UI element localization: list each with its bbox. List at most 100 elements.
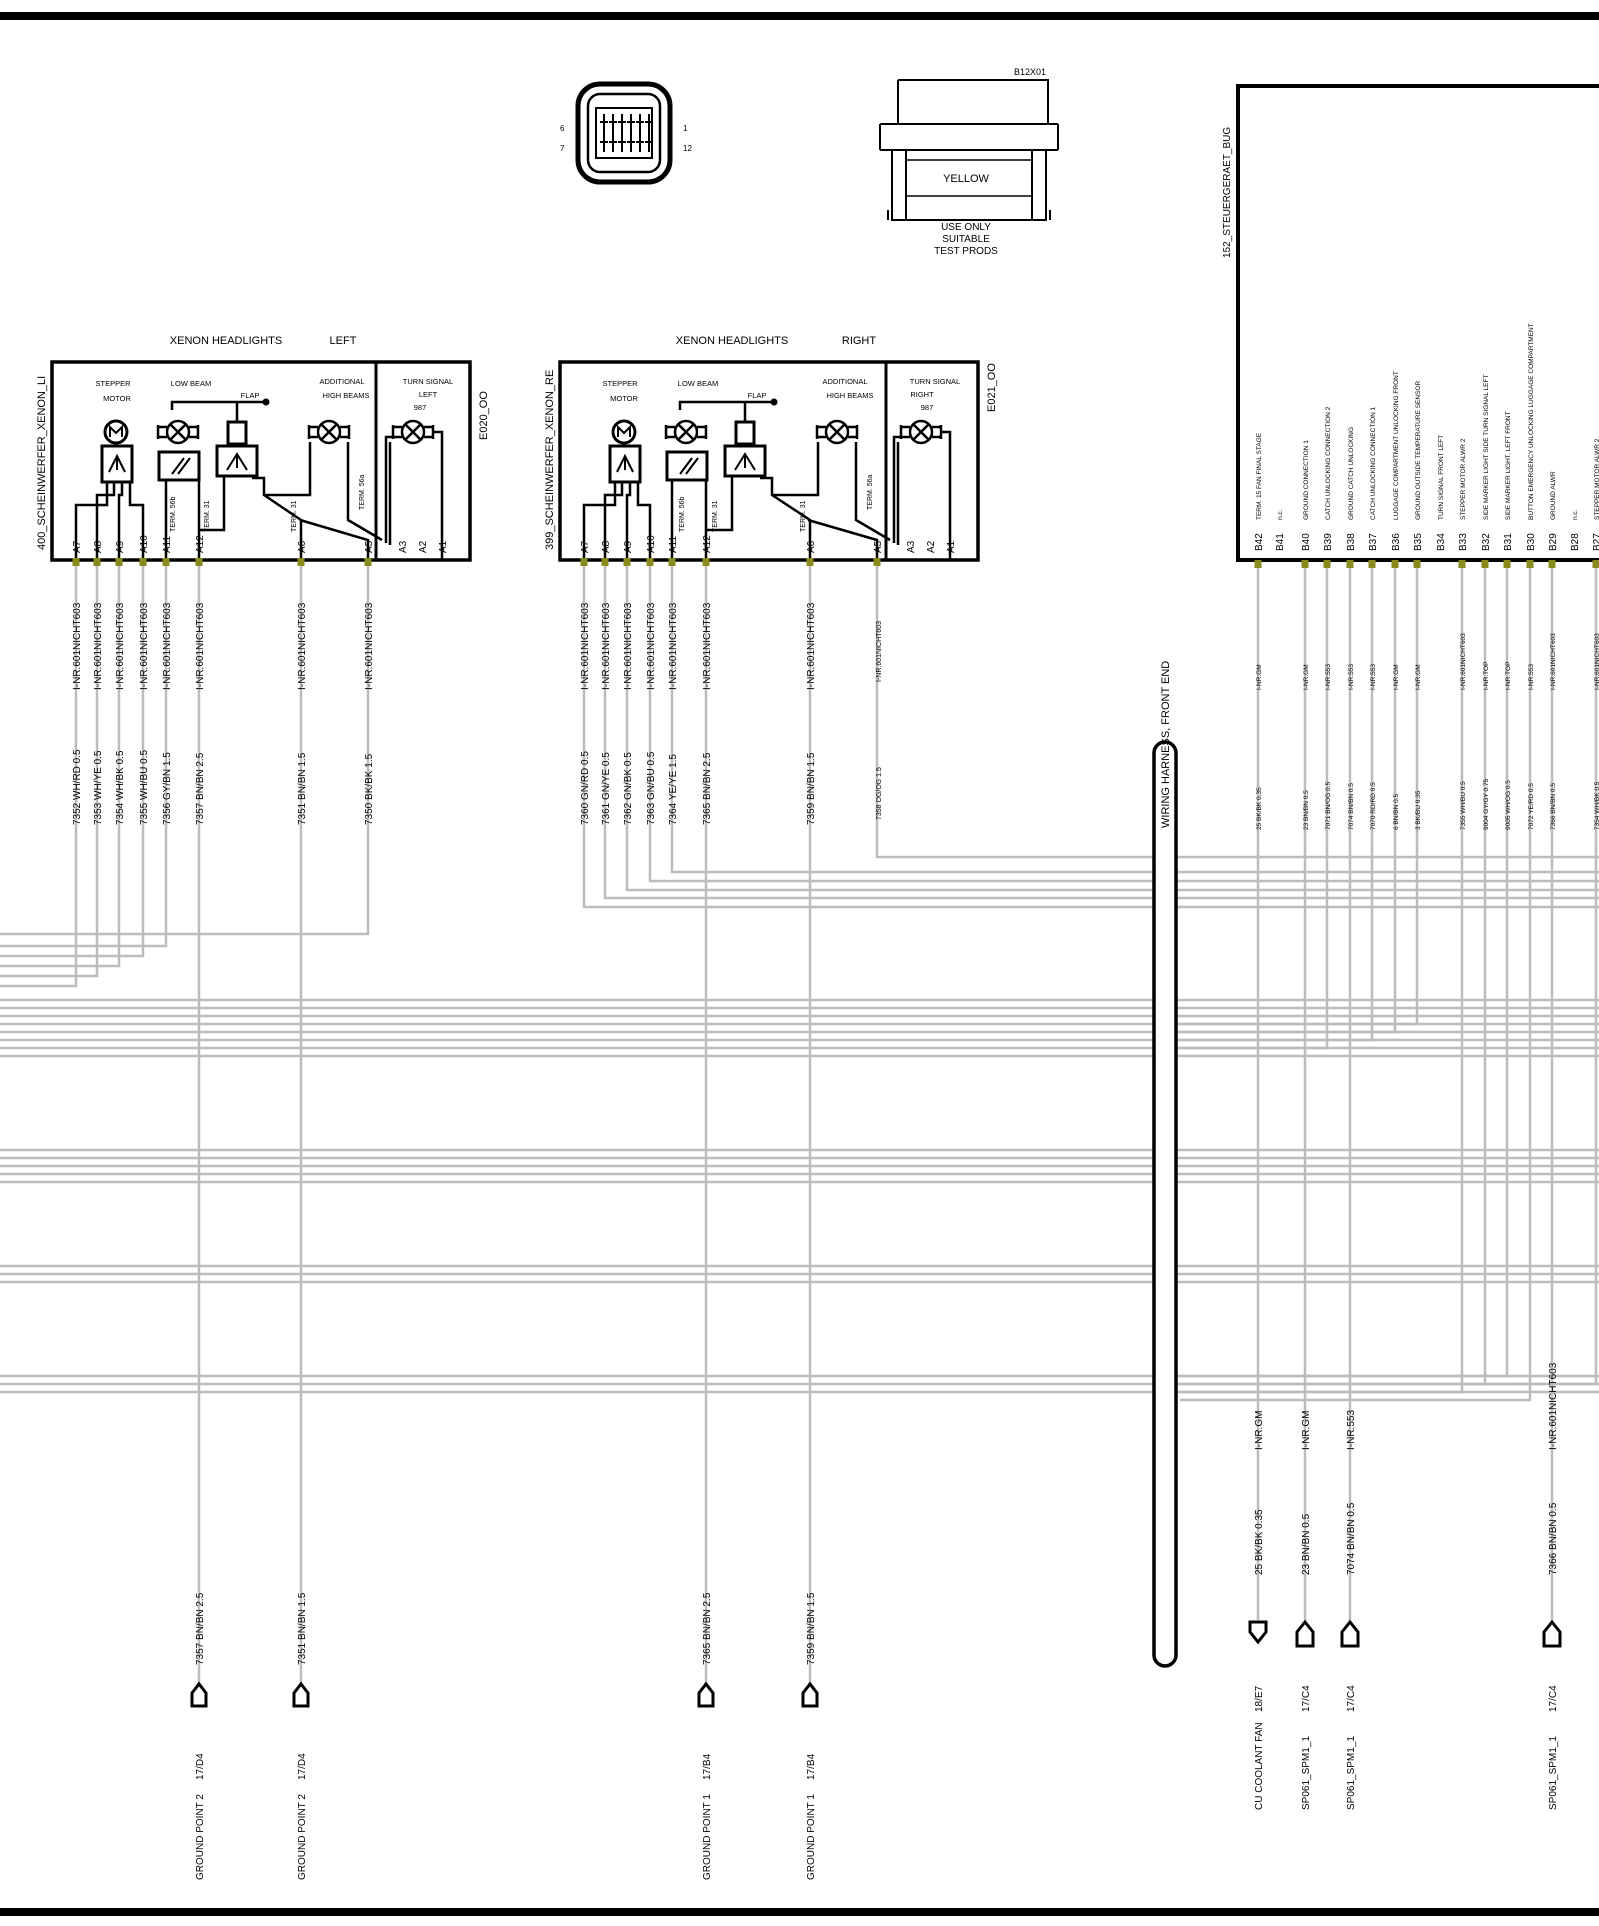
hl-left-pin-A6: A6: [297, 540, 308, 553]
hl-left-wire-circuit-7: 7350 BK/BK 1.5: [364, 753, 375, 825]
bottom-dest-4: CU COOLANT FAN: [1254, 1722, 1265, 1810]
connector-pin-7: 7: [560, 144, 565, 153]
hl-right-pin-dot-A11: [668, 558, 676, 566]
cu-func-B40: GROUND CONNECTION 1: [1303, 440, 1310, 520]
hl-left-pin-dot-A6: [297, 558, 305, 566]
connector-note-line-1: USE ONLY: [941, 222, 991, 233]
hl-right-wire-circuit-3: 7363 GN/BU 0.5: [646, 751, 657, 825]
lamp-cross: [678, 424, 694, 440]
cu-func-B38: GROUND CATCH UNLOCKING: [1348, 427, 1355, 520]
cu-wire-circuit-B35: 3 BK/BU 0.35: [1415, 790, 1422, 830]
bottom-dest-0: GROUND POINT 2: [195, 1794, 206, 1880]
cu-pin-B41: B41: [1275, 533, 1286, 551]
internal-wire: [636, 482, 652, 560]
hl-left-pin-dot-A11: [162, 558, 170, 566]
lamp-terminals: [815, 425, 859, 439]
cu-pin-B30: B30: [1526, 533, 1537, 551]
top-border: [0, 12, 1599, 20]
hl-right-pin-A5: A5: [873, 540, 884, 553]
ballast-icon: [679, 457, 699, 475]
cu-wire-inr-B40: I-NR.GM: [1303, 664, 1310, 690]
cu-wire-circuit-B32: 9004 GY/GY 0.75: [1483, 778, 1490, 830]
motor-driver: [608, 444, 642, 484]
cu-wire-inr-B30: I-NR.553: [1528, 664, 1535, 690]
cu-func-B35: GROUND OUTSIDE TEMPERATURE SENSOR: [1415, 381, 1422, 520]
flap-coil: [734, 420, 756, 446]
flap-driver: [215, 444, 259, 478]
lamp-terminals: [664, 425, 708, 439]
flap-driver-icon: [734, 452, 756, 471]
ground-arrow-icon: [697, 1681, 715, 1708]
hl-left-wire-inr-3: I-NR.601NICHT603: [139, 602, 150, 690]
cu-wire-inr-B38: I-NR.553: [1348, 664, 1355, 690]
cu-func-B34: TURN SIGNAL FRONT LEFT: [1438, 435, 1445, 520]
hl-right-pin-A1: A1: [946, 540, 957, 553]
bottom-dest-3: GROUND POINT 1: [806, 1794, 817, 1880]
hl-right-pin-A7: A7: [580, 540, 591, 553]
flap-driver: [723, 444, 767, 478]
bottom-circuit-0: 7357 BN/BN 2.5: [195, 1592, 206, 1665]
hl-left-wire-circuit-5: 7357 BN/BN 2.5: [195, 752, 206, 825]
internal-wire: [95, 482, 116, 560]
hl-right-wire-circuit-4: 7364 YE/YE 1.5: [668, 754, 679, 825]
headlight-left-code: E020_OO: [478, 391, 490, 440]
hl-right-label-stepper: STEPPER: [602, 379, 638, 388]
cu-wire-inr-B29: I-NR.601NICHT603: [1550, 633, 1557, 690]
hl-right-wire-circuit-6: 7359 BN/BN 1.5: [806, 752, 817, 825]
outgoing-arrow-icon: [1248, 1620, 1268, 1645]
cu-wire-circuit-B40: 23 BN/BN 0.5: [1303, 790, 1310, 830]
bottom-dest-6: SP061_SPM1_1: [1346, 1736, 1357, 1810]
hl-right-pin-A12: A12: [702, 535, 713, 553]
hl-left-term-31a: TERM. 31: [204, 500, 211, 532]
hl-right-label-additional: ADDITIONAL: [822, 377, 867, 386]
cu-wire-circuit-B39: 7071 BN/OG 0.5: [1325, 782, 1332, 830]
cu-pin-B33: B33: [1458, 533, 1469, 551]
hl-right-wire-inr-0: I-NR.601NICHT603: [580, 602, 591, 690]
hl-right-term-31b: TERM. 31: [800, 500, 807, 532]
hl-right-pin-dot-A7: [580, 558, 588, 566]
incoming-arrow-icon: [1340, 1619, 1360, 1648]
cu-wire-B39: [1180, 568, 1329, 1050]
hl-left-wire-circuit-4: 7356 GY/BN 1.5: [162, 752, 173, 825]
lamp-terminals: [391, 425, 435, 439]
bottom-circuit-4: 25 BK/BK 0.35: [1254, 1509, 1265, 1575]
hl-right-label-lowbeam: LOW BEAM: [678, 379, 718, 388]
hl-right-term-31a: TERM. 31: [712, 500, 719, 532]
hl-left-wire-circuit-0: 7352 WH/RD 0.5: [72, 749, 83, 825]
internal-wire: [299, 442, 383, 560]
hl-right-wire-inr-4: I-NR.601NICHT603: [668, 602, 679, 690]
cu-func-B42: TERM. 15 FAN FINAL STAGE: [1256, 432, 1263, 520]
hl-left-label-additional: ADDITIONAL: [319, 377, 364, 386]
cu-func-B29: GROUND ALWR: [1550, 471, 1557, 520]
ground-arrow-icon: [292, 1681, 310, 1708]
connector-cavity: [645, 114, 653, 152]
hl-left-label-highbeams: HIGH BEAMS: [322, 391, 369, 400]
hl-right-pin-dot-A8: [601, 558, 609, 566]
hl-left-pin-dot-A9: [115, 558, 123, 566]
motor-driver-icon: [108, 453, 126, 473]
hl-left-term-56b: TERM. 56b: [170, 496, 177, 532]
cu-pin-B38: B38: [1346, 533, 1357, 551]
hl-left-pin-A11: A11: [162, 536, 173, 553]
cu-wire-inr-B35: I-NR.GM: [1415, 664, 1422, 690]
headlight-left-side: LEFT: [330, 335, 357, 347]
hl-right-wire-circuit-2: 7362 GN/BK 0.5: [623, 752, 634, 825]
headlight-left-box: [50, 360, 472, 562]
cu-func-B28: n.c.: [1572, 509, 1579, 520]
hl-right-pin-dot-A12: [702, 558, 710, 566]
hl-left-wire-circuit-2: 7354 WH/BK 0.5: [115, 750, 126, 825]
bottom-dest-1: GROUND POINT 2: [297, 1794, 308, 1880]
internal-wire: [702, 478, 708, 560]
harness-label: WIRING HARNESS, FRONT END: [1160, 661, 1172, 828]
cu-func-B30: BUTTON EMERGENCY UNLOCKING LUGGAGE COMPA…: [1528, 323, 1535, 520]
internal-wire: [384, 430, 444, 560]
cu-pin-B32: B32: [1481, 533, 1492, 551]
cu-wire-circuit-B36: 6 BN/BN 0.5: [1393, 793, 1400, 830]
hl-left-wire-inr-7: I-NR.601NICHT603: [364, 602, 375, 690]
internal-wire: [625, 482, 632, 560]
hl-right-pin-dot-A10: [646, 558, 654, 566]
cu-pin-B37: B37: [1368, 533, 1379, 551]
lamp-cross: [321, 424, 337, 440]
motor-m: [109, 424, 123, 437]
hl-right-label-motor: MOTOR: [610, 394, 638, 403]
